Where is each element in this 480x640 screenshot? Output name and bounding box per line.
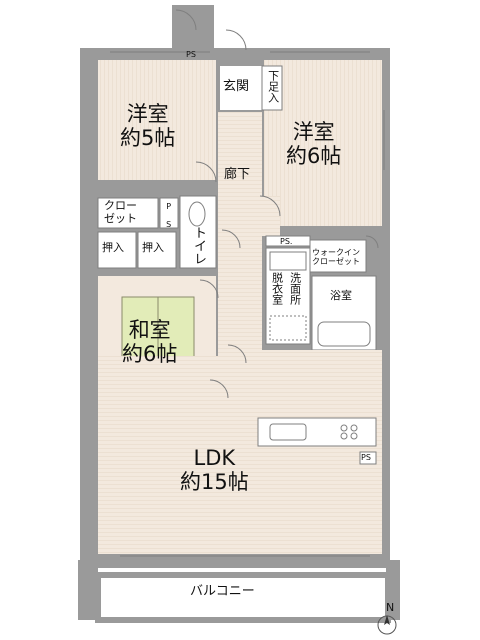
oshiire-1-box [97,231,137,269]
closet-line2: ゼット [104,211,137,225]
japanese-room-label: 和室 約6帖 [122,318,177,366]
ldk-name: LDK [193,446,236,470]
western-room-1-label: 洋室 約5帖 [120,102,175,150]
compass-north-label: N [386,601,395,614]
ldk-size: 約15帖 [180,470,249,495]
japanese-room-size: 約6帖 [122,342,178,367]
entrance-floor [220,66,262,110]
bathroom-label: 浴室 [330,289,352,302]
toilet-bowl [188,201,206,227]
ldk-label: LDK 約15帖 [180,446,249,494]
shower-pan [269,315,307,341]
ps-center-label: PS. [280,237,293,246]
walk-in-closet-label: ウォークイン クローゼット [312,248,360,266]
washroom-label: 洗面所 [288,272,302,305]
ps-top-label: PS [186,50,196,59]
balcony-label: バルコニー [190,584,255,599]
door-swings [175,9,379,399]
western-room-2-floor [264,60,382,226]
western-room-1-size: 約5帖 [120,126,176,151]
oshiire-2-box [137,231,177,269]
ldk-upper-floor [220,350,382,360]
ps-left-box [159,197,179,229]
walk-in-closet-box [309,239,367,273]
closet-box [97,197,159,229]
ps-left-label: P S [164,202,174,229]
dressing-room-label: 脱衣室 [270,272,284,305]
ps-kitchen-box [359,451,377,465]
western-room-1-name: 洋室 [126,102,169,126]
closet-label: クロー ゼット [104,199,137,225]
kitchen-sink [269,423,307,441]
walk-in-closet-line2: クローゼット [312,257,360,267]
western-room-2-label: 洋室 約6帖 [286,120,341,168]
ps-kitchen-label: PS [361,453,371,462]
oshiire-2-label: 押入 [142,241,164,254]
western-room-1-floor [98,60,216,180]
western-room-2-size: 約6帖 [286,144,342,169]
hallway-label: 廊下 [224,167,251,182]
stove-burners [340,424,358,440]
shoe-storage-label: 下足入 [266,70,280,103]
ldk-floor [98,356,382,554]
entrance-label: 玄関 [223,79,250,94]
shoe-storage [261,65,283,111]
western-room-2-name: 洋室 [292,120,335,144]
hallway-lower-floor [262,196,280,236]
compass-icon [377,615,397,635]
japanese-room-name: 和室 [128,318,171,342]
toilet-label: トイレ [190,226,206,265]
oshiire-1-label: 押入 [102,241,124,254]
closet-line1: クロー [104,199,137,212]
window-marks [110,51,385,557]
walk-in-closet-line1: ウォークイン [312,248,360,257]
wash-basin [269,251,307,271]
bathtub [317,321,371,347]
